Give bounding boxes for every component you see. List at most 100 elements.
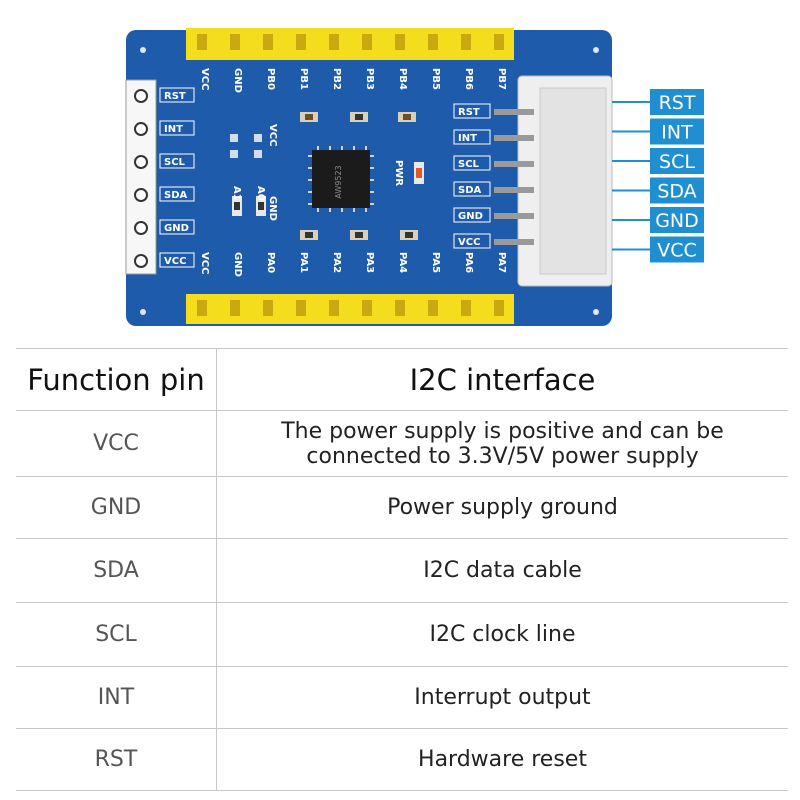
callout-box xyxy=(650,118,704,145)
pin-description: Hardware reset xyxy=(216,728,788,791)
table-row: INT Interrupt output xyxy=(16,666,788,729)
table-row: GND Power supply ground xyxy=(16,476,788,539)
left-pin-box xyxy=(159,186,195,202)
bottom-pin-label: PA3 xyxy=(364,252,375,273)
bottom-pin-label: PA0 xyxy=(265,252,276,273)
connector-pin xyxy=(494,109,534,115)
right-pin-label: VCC xyxy=(458,237,480,248)
left-pin-label: INT xyxy=(164,124,183,135)
smd-components xyxy=(230,112,424,240)
pin-description: I2C data cable xyxy=(216,538,788,603)
top-pin-label: PB1 xyxy=(298,68,309,90)
pin-description: Power supply ground xyxy=(216,476,788,539)
right-pin-label: INT xyxy=(458,133,477,144)
label-a1: A1 xyxy=(231,186,242,201)
top-pin-label: PB4 xyxy=(397,68,408,90)
callout-box xyxy=(650,89,704,115)
table-row: SCL I2C clock line xyxy=(16,602,788,667)
header-pin xyxy=(296,34,306,50)
bottom-pin-label: GND xyxy=(232,252,243,277)
connector-pin xyxy=(494,187,534,193)
right-pin-box xyxy=(453,233,491,249)
connector-pin xyxy=(494,239,534,245)
header-pin xyxy=(230,300,240,316)
header-function-pin: Function pin xyxy=(16,348,217,411)
bottom-pin-label: PA6 xyxy=(463,252,474,273)
pin-description: Interrupt output xyxy=(216,666,788,729)
header-pin xyxy=(428,34,438,50)
bottom-pin-label: VCC xyxy=(199,252,210,274)
right-pin-box xyxy=(453,155,491,171)
header-pin xyxy=(197,34,207,50)
header-i2c-interface: I2C interface xyxy=(216,348,788,411)
description-line: connected to 3.3V/5V power supply xyxy=(306,443,699,469)
top-pin-label: PB3 xyxy=(364,68,375,90)
header-pin xyxy=(329,34,339,50)
header-pin xyxy=(296,300,306,316)
header-pin xyxy=(428,300,438,316)
header-pin xyxy=(494,34,504,50)
label-a0: A0 xyxy=(255,186,266,201)
callout-label: SDA xyxy=(657,181,696,203)
bottom-pin-label: PA1 xyxy=(298,252,309,273)
top-pin-label: PB5 xyxy=(430,68,441,90)
left-pin-hole xyxy=(134,155,148,169)
header-pin xyxy=(395,300,405,316)
header-pin xyxy=(362,34,372,50)
callout-label: VCC xyxy=(657,240,697,262)
bottom-pin-label: PA5 xyxy=(430,252,441,273)
right-pin-label: GND xyxy=(458,211,483,222)
callout-label: GND xyxy=(655,210,699,232)
left-pin-label: GND xyxy=(164,223,189,234)
callout-box xyxy=(650,207,704,233)
bottom-header xyxy=(186,294,514,324)
left-pin-hole xyxy=(134,254,148,268)
header-pin xyxy=(362,300,372,316)
label-gnd-addr: GND xyxy=(267,196,278,221)
left-pin-label: SDA xyxy=(164,190,188,201)
pin-function-table: Function pin I2C interface VCC The power… xyxy=(16,348,788,791)
top-pin-label: VCC xyxy=(199,68,210,90)
mounting-holes xyxy=(140,47,599,315)
description-line: The power supply is positive and can be xyxy=(281,418,724,444)
header-pin xyxy=(461,34,471,50)
header-pin xyxy=(263,300,273,316)
chip-marking: AW9523 xyxy=(334,165,343,198)
header-pin xyxy=(329,300,339,316)
right-pin-label: RST xyxy=(458,107,480,118)
bottom-pin-label: PA7 xyxy=(496,252,507,273)
connector-pin xyxy=(494,213,534,219)
left-pin-hole xyxy=(134,89,148,103)
table-row: SDA I2C data cable xyxy=(16,538,788,603)
right-pin-box xyxy=(453,181,491,197)
callout-box xyxy=(650,236,704,263)
header-pin xyxy=(197,300,207,316)
callout-box xyxy=(650,148,704,174)
table-header-row: Function pin I2C interface xyxy=(16,348,788,411)
top-pin-label: GND xyxy=(232,68,243,93)
left-header xyxy=(125,79,157,275)
header-pin xyxy=(395,34,405,50)
header-pin xyxy=(494,300,504,316)
pin-description: I2C clock line xyxy=(216,602,788,667)
left-pin-box xyxy=(159,219,195,235)
left-pin-hole xyxy=(134,221,148,235)
top-pin-label: PB0 xyxy=(265,68,276,90)
right-pin-box xyxy=(453,207,491,223)
label-vcc-addr: VCC xyxy=(267,124,278,146)
header-pin xyxy=(461,300,471,316)
right-pin-box xyxy=(453,103,491,119)
table-row: RST Hardware reset xyxy=(16,728,788,791)
top-pin-label: PB2 xyxy=(331,68,342,90)
pin-name: GND xyxy=(16,476,217,539)
callout-label: SCL xyxy=(659,151,695,173)
connector-pin xyxy=(494,161,534,167)
left-pin-box xyxy=(159,252,195,268)
header-pin xyxy=(230,34,240,50)
left-pin-label: RST xyxy=(164,91,186,102)
table-row: VCC The power supply is positive and can… xyxy=(16,410,788,477)
